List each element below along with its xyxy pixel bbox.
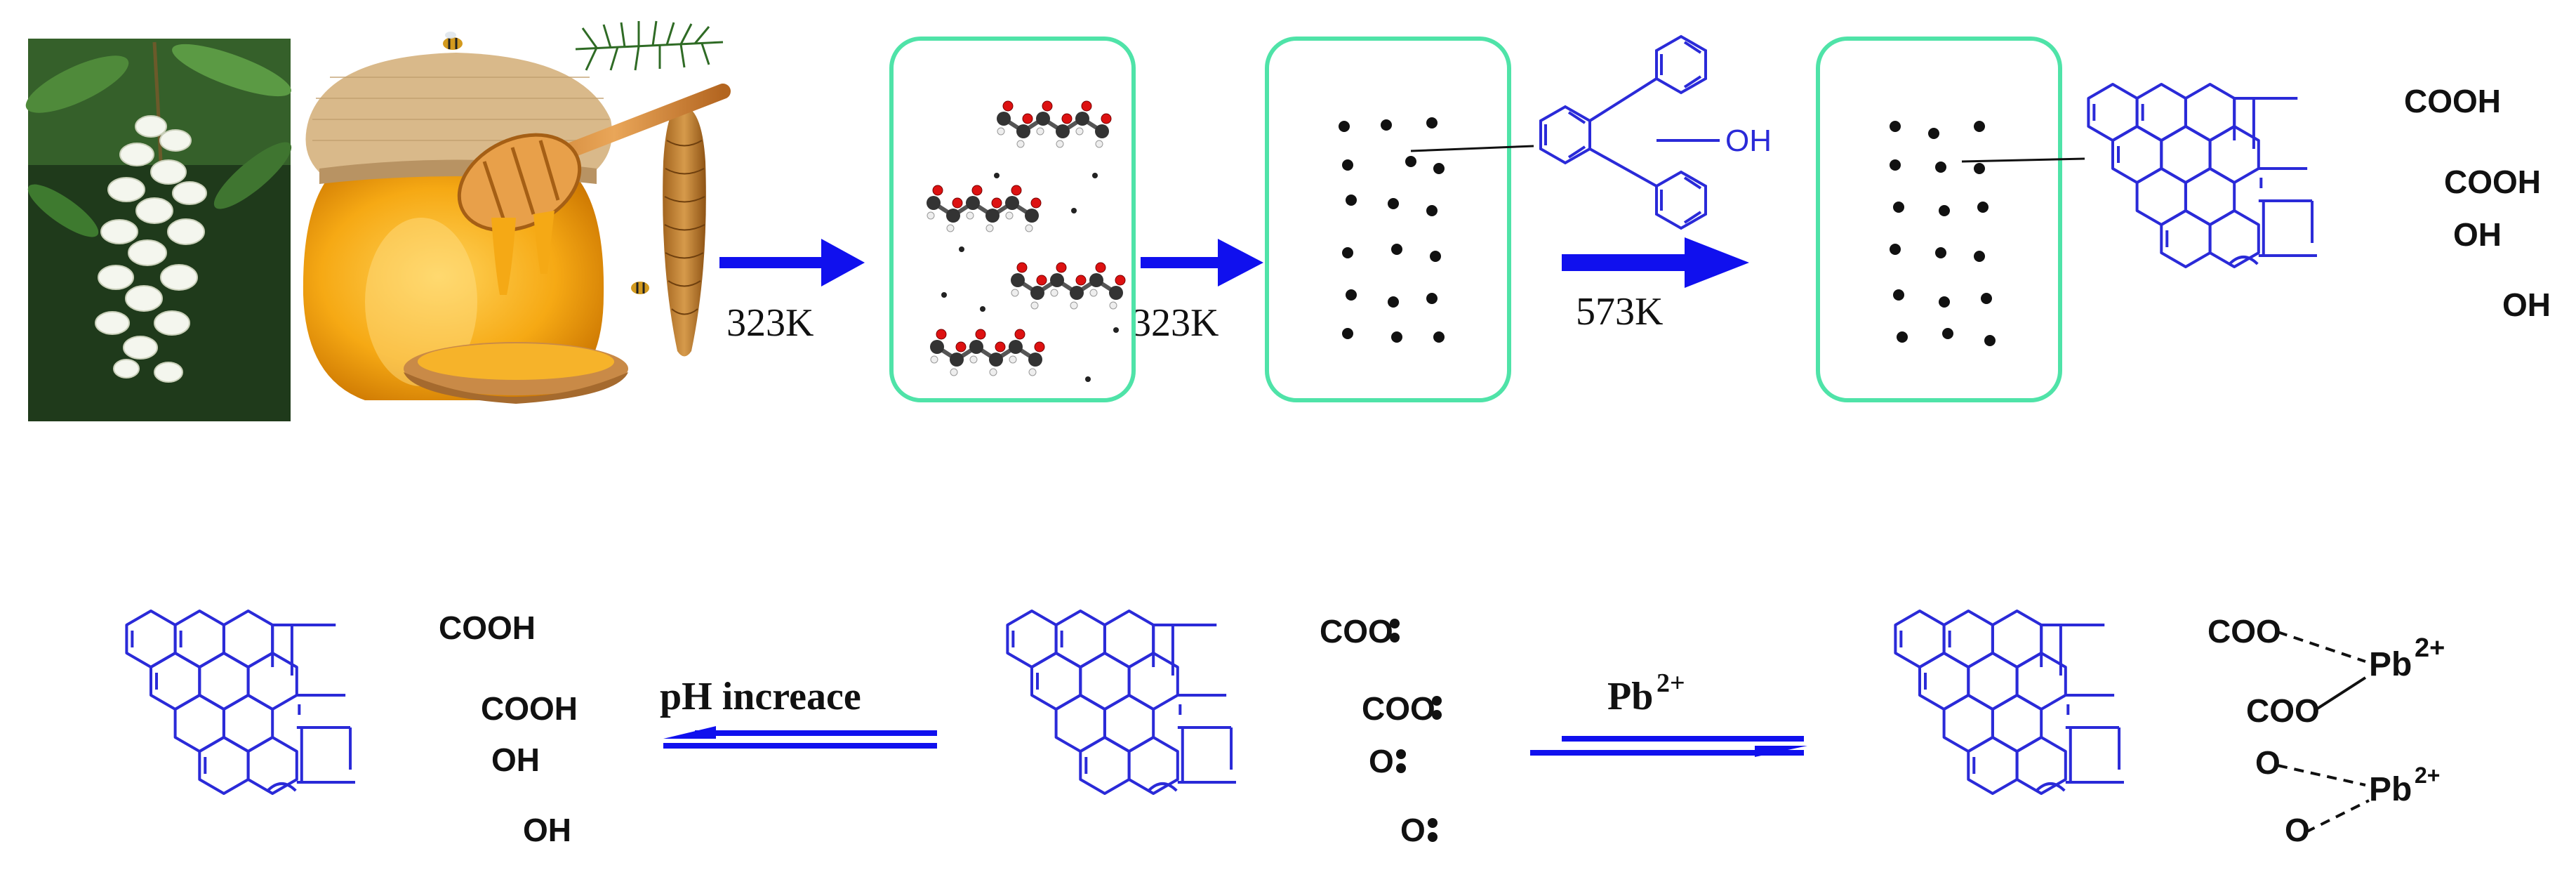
pb-ion-2-charge: 2+ <box>2415 763 2440 788</box>
b2-group-coo-1: COO <box>1320 613 1393 650</box>
carbon-dot <box>1928 128 1939 139</box>
carbon-dot <box>1897 331 1908 343</box>
carbon-dot <box>1981 293 1992 304</box>
carbon-dot <box>1935 247 1946 258</box>
b1-group-oh-1: OH <box>491 742 540 778</box>
top-group-cooh-1: COOH <box>2404 83 2501 119</box>
carbon-dot <box>1426 205 1438 216</box>
b2-group-o-2: O <box>1400 812 1426 848</box>
fragment-dot <box>1071 208 1077 213</box>
graphene-oxide-deprotonated <box>1006 610 1236 795</box>
b1-group-cooh-1: COOH <box>439 610 536 646</box>
step1-arrow <box>719 239 865 287</box>
acacia-flower-photo <box>25 39 292 421</box>
carbon-dot <box>1890 159 1901 171</box>
top-group-cooh-2: COOH <box>2444 164 2541 200</box>
graphene-oxide-neutral <box>125 610 355 795</box>
carbon-dot <box>1433 331 1445 343</box>
carbon-dot <box>1381 119 1392 131</box>
step3-arrow <box>1562 237 1749 288</box>
step2-temperature: 323K <box>1131 301 1219 345</box>
step1-temperature: 323K <box>726 301 814 345</box>
fragment-dot <box>941 292 947 298</box>
lone-pair-dots <box>1390 619 1442 842</box>
carbon-dot <box>1388 296 1399 308</box>
carbon-dot <box>1391 331 1402 343</box>
pb-ion-1: Pb <box>2369 646 2412 683</box>
fragment-dot <box>994 173 1000 178</box>
sugar-molecule <box>930 329 1045 376</box>
box-carbon-dots <box>1265 37 1511 402</box>
carbon-dot <box>1346 195 1357 206</box>
sugar-molecule <box>997 100 1112 148</box>
molecule-clusters <box>927 100 1126 382</box>
carbon-dot <box>1935 162 1946 173</box>
b3-group-o-2: O <box>2285 812 2310 848</box>
pb-ion-2: Pb <box>2369 771 2412 808</box>
fragment-dot <box>1092 173 1098 178</box>
eq1-label: pH increace <box>660 675 861 718</box>
eq2-charge: 2+ <box>1657 669 1685 698</box>
carbon-dot <box>1405 156 1416 167</box>
step2-arrow <box>1141 239 1263 287</box>
fragment-dot <box>1085 376 1091 382</box>
carbon-dot <box>1974 251 1985 262</box>
carbon-dot <box>1426 117 1438 129</box>
carbon-dot <box>1942 328 1953 339</box>
carbon-dot <box>1939 296 1950 308</box>
graphene-oxide-pb-complex <box>1894 610 2124 795</box>
carbon-dot <box>1339 121 1350 132</box>
step3-temperature: 573K <box>1576 290 1663 334</box>
b1-group-oh-2: OH <box>523 812 571 848</box>
carbon-dot <box>1342 159 1353 171</box>
carbon-dot <box>1430 251 1441 262</box>
box-molecules <box>889 37 1136 402</box>
b1-group-cooh-2: COOH <box>481 690 578 727</box>
fragment-dot <box>959 246 964 252</box>
top-group-oh-2: OH <box>2502 287 2551 323</box>
connector-line-1 <box>1410 145 1534 152</box>
carbon-dot <box>1984 335 1996 346</box>
b3-group-o-1: O <box>2255 744 2280 781</box>
carbon-dot <box>1974 121 1985 132</box>
carbon-dot <box>1893 289 1904 301</box>
terphenyl-oh-structure <box>1539 34 1720 230</box>
fragment-dot <box>1113 327 1119 333</box>
pb-ion-1-charge: 2+ <box>2415 633 2445 663</box>
b2-group-coo-2: COO <box>1362 690 1435 727</box>
sugar-molecule <box>927 185 1042 232</box>
carbon-dot <box>1974 163 1985 174</box>
box-functionalized-dots <box>1816 37 2062 402</box>
sugar-molecule <box>1011 262 1126 310</box>
eq1-arrows <box>663 726 937 749</box>
b3-group-coo-2: COO <box>2246 692 2320 729</box>
carbon-dot <box>1391 244 1402 255</box>
carbon-dot <box>1890 244 1901 255</box>
carbon-dot <box>1426 293 1438 304</box>
carbon-dot <box>1346 289 1357 301</box>
carbon-dot <box>1977 202 1989 213</box>
top-group-oh-1: OH <box>2453 216 2502 253</box>
connector-line-2 <box>1961 157 2085 163</box>
b3-group-coo-1: COO <box>2207 613 2281 650</box>
b2-group-o-1: O <box>1369 743 1394 779</box>
eq2-arrows <box>1530 736 1807 757</box>
honey-jar-photo <box>303 20 731 404</box>
carbon-dot <box>1342 247 1353 258</box>
terphenyl-oh-label: OH <box>1725 124 1772 158</box>
carbon-dot <box>1433 163 1445 174</box>
fragment-dot <box>980 306 985 312</box>
carbon-dot <box>1893 202 1904 213</box>
carbon-dot <box>1388 198 1399 209</box>
carbon-dot <box>1890 121 1901 132</box>
carbon-dot <box>1342 328 1353 339</box>
graphene-oxide-top <box>2087 83 2317 268</box>
eq2-label: Pb <box>1607 675 1653 718</box>
pb-coordination-bonds <box>2277 631 2370 834</box>
carbon-dot <box>1939 205 1950 216</box>
